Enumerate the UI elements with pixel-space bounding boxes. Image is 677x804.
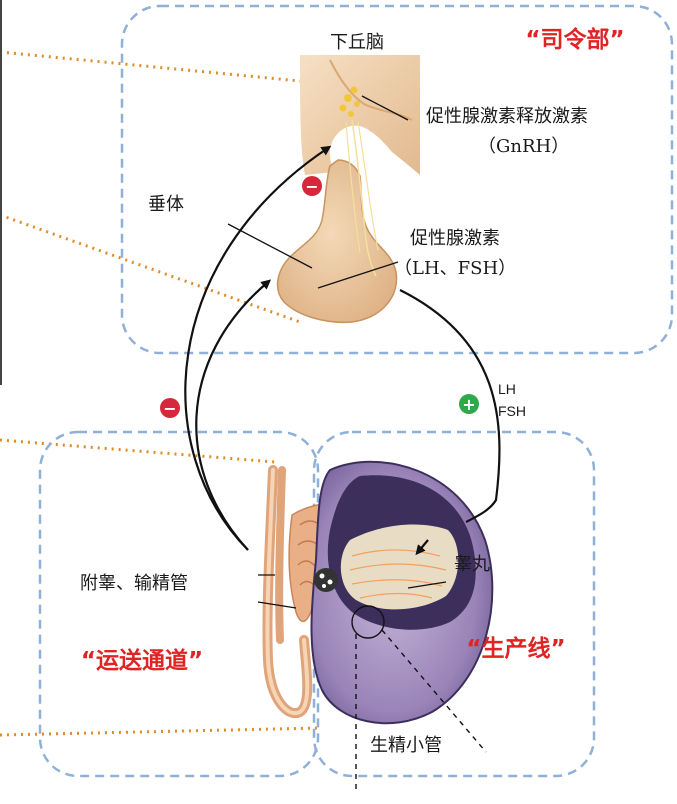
svg-text:−: − (305, 177, 318, 196)
arrow-to-testis-label (415, 539, 429, 556)
label-fsh: FSH (498, 403, 526, 419)
label-gonadotropin-line2: （LH、FSH） (394, 258, 516, 279)
label-lh: LH (498, 381, 516, 397)
pituitary-illustration (276, 119, 398, 324)
leader-gonadotropin (317, 261, 399, 289)
testis-illustration (310, 460, 494, 725)
panel-command-center (120, 4, 674, 355)
arrow-testis-to-hypothalamus (184, 145, 332, 551)
panel-title-production-line: “生产线” (466, 635, 565, 662)
label-seminiferous-tubule: 生精小管 (370, 735, 442, 756)
label-testis: 睾丸 (454, 554, 490, 575)
feedback-arrows (184, 145, 501, 556)
inhibit-icon-left: − (160, 398, 180, 418)
panel-production-line (312, 430, 596, 778)
arrow-pituitary-to-testis (399, 289, 501, 523)
svg-text:+: + (462, 395, 475, 414)
leader-pituitary (227, 223, 313, 269)
label-gonadotropin-line1: 促性腺激素 (410, 228, 500, 249)
leader-line-4 (0, 726, 321, 737)
label-gnrh-line2: （GnRH） (478, 136, 569, 157)
tubule-highlight-circle (351, 605, 385, 639)
leader-line-1 (0, 50, 311, 84)
label-epididymis-vas: 附睾、输精管 (80, 573, 188, 594)
stimulate-icon: + (459, 394, 479, 414)
orange-dotted-leaders (0, 50, 321, 737)
panel-title-command-center: “司令部” (525, 26, 624, 53)
inhibit-icon-top: − (302, 176, 322, 196)
arrow-testis-to-pituitary (195, 279, 272, 551)
label-pituitary: 垂体 (148, 194, 184, 215)
tubule-callout (351, 605, 487, 790)
svg-text:−: − (163, 399, 176, 418)
leader-testis (407, 581, 447, 589)
leader-line-2 (0, 213, 301, 324)
hypothalamus-illustration (300, 55, 420, 175)
label-hypothalamus: 下丘脑 (330, 32, 384, 53)
panel-title-transport-channel: “运送通道” (81, 647, 203, 674)
tubule-dashed-right (381, 629, 487, 753)
callout-leaders (227, 95, 447, 609)
label-gnrh-line1: 促性腺激素释放激素 (426, 106, 588, 127)
leader-gnrh (361, 95, 409, 121)
leader-vas (257, 601, 297, 609)
